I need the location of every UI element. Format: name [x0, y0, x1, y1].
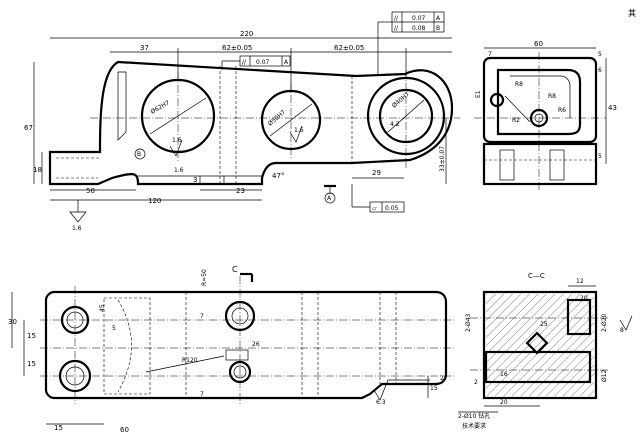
dim-angle: 47°	[272, 172, 284, 180]
sec-dim-12b: Ø12	[601, 369, 608, 382]
tolerance-frame-group-1: // 0.07 A // 0.08 B	[377, 11, 445, 76]
side-dim-r2: R8	[548, 93, 556, 100]
side-small-hole	[489, 92, 505, 108]
front-dim-30: 30	[8, 318, 17, 326]
sec-dim-20: 20	[580, 295, 588, 302]
side-dim-height: 43	[608, 104, 617, 112]
dim-right-step: 29	[372, 169, 381, 177]
roughness-2: 1.6	[294, 127, 304, 134]
side-dim-bottom-off: 5	[598, 153, 602, 160]
section-note: 2-Ø10 钻孔	[458, 412, 490, 420]
side-inner-pocket	[496, 68, 582, 136]
front-dim-7b: 7	[200, 391, 204, 398]
side-dim-width: 60	[534, 40, 543, 48]
corner-mark: 其	[628, 9, 636, 18]
front-dim-15b: 15	[27, 360, 36, 368]
svg-text://: //	[242, 59, 247, 66]
roughness-1: 1.6	[172, 137, 182, 144]
side-dim-r1: R8	[515, 81, 523, 88]
section-upper-cavity	[566, 298, 592, 336]
front-dim-2: 2	[440, 375, 444, 382]
dim-overall-length: 220	[240, 30, 253, 38]
front-dim-15r: 15	[430, 385, 438, 392]
sec-dim-8: 8	[620, 327, 624, 334]
svg-text:A: A	[284, 59, 289, 66]
dim-step-height: 18	[33, 166, 42, 174]
dim-seg3: 62±0.05	[334, 44, 364, 52]
sec-dim-2: 2	[474, 379, 478, 386]
side-dim-e1: E1	[475, 90, 482, 98]
side-dim-left-off: 7	[488, 51, 492, 58]
side-dim-r3: R2	[512, 117, 520, 124]
section-note2: 技术要求	[462, 422, 486, 430]
side-dim-top-off: 6	[598, 67, 602, 74]
front-dim-26: 26	[252, 341, 260, 348]
front-dim-15a: 15	[27, 332, 36, 340]
dim-seg2: 62±0.05	[222, 44, 252, 52]
tolerance-frame-2: // 0.07 A	[221, 55, 291, 70]
side-outline-top	[482, 56, 598, 144]
section-outline	[482, 290, 598, 400]
svg-text:0.07: 0.07	[412, 15, 426, 22]
front-dim-60: 60	[120, 426, 129, 432]
sec-dim-16: 16	[500, 371, 508, 378]
svg-text://: //	[394, 25, 399, 32]
section-view: C—C 12 20 2-Ø43 2-Ø20 25 8 Ø12 2 16 20 2…	[458, 272, 633, 430]
svg-text:▱: ▱	[372, 205, 377, 212]
side-dim-right-off: 5	[598, 51, 602, 58]
front-outline	[44, 290, 448, 400]
sec-dim-dia2: 2-Ø20	[601, 313, 608, 332]
front-dim-r120: R120	[182, 357, 198, 364]
sec-dim-25: 25	[540, 321, 548, 328]
roughness-3: 1.6	[72, 225, 82, 232]
dim-bottom-total: 120	[148, 197, 161, 205]
dim-slot-width: 23	[236, 187, 245, 195]
svg-text:0.07: 0.07	[256, 59, 270, 66]
top-view-outline	[48, 60, 454, 186]
svg-text:0.05: 0.05	[385, 205, 399, 212]
front-dim-r50: R=50	[201, 269, 208, 286]
sec-dim-20b: 20	[500, 399, 508, 406]
sec-dim-dia1: 2-Ø43	[465, 313, 472, 332]
svg-text://: //	[394, 15, 399, 22]
datum-a: A	[327, 195, 332, 202]
side-view: 60 7 5 6 43 5 R8 R8 R2 R6 E1	[474, 40, 617, 190]
front-dim-6-3: 6.3	[376, 399, 386, 406]
section-mark: C	[232, 265, 238, 274]
svg-text:A: A	[436, 15, 441, 22]
top-view-left-recess	[117, 71, 127, 141]
flatness-frame: ▱ 0.05	[351, 184, 405, 213]
svg-text:B: B	[436, 25, 440, 32]
datum-b: B	[137, 151, 141, 158]
dim-right-height: 33±0.07	[439, 146, 446, 172]
dim-height: 67	[24, 124, 33, 132]
top-view: 220 37 62±0.05 62±0.05 67 18 50 120 23 2…	[24, 11, 460, 232]
front-dim-7a: 7	[200, 313, 204, 320]
dim-hole1: Ø62H7	[150, 99, 172, 115]
dim-bottom-len: 50	[86, 187, 95, 195]
front-dim-5: 5	[112, 325, 116, 332]
sec-dim-12: 12	[576, 278, 584, 285]
dim-chamfer: 1.6	[174, 167, 184, 174]
dim-small-r: 3	[193, 176, 197, 184]
section-title: C—C	[528, 272, 545, 280]
side-lower-block	[482, 142, 598, 186]
dim-ratio: 4.2	[390, 121, 400, 128]
dim-seg1: 37	[140, 44, 149, 52]
front-dim-45: 45	[99, 304, 106, 312]
side-dim-r4: R6	[558, 107, 566, 114]
front-dim-15c: 15	[54, 424, 63, 432]
front-view: C 30 15 15 15 45 60 5 7 7 R120 R=50 26 1…	[8, 265, 454, 432]
svg-text:0.08: 0.08	[412, 25, 426, 32]
